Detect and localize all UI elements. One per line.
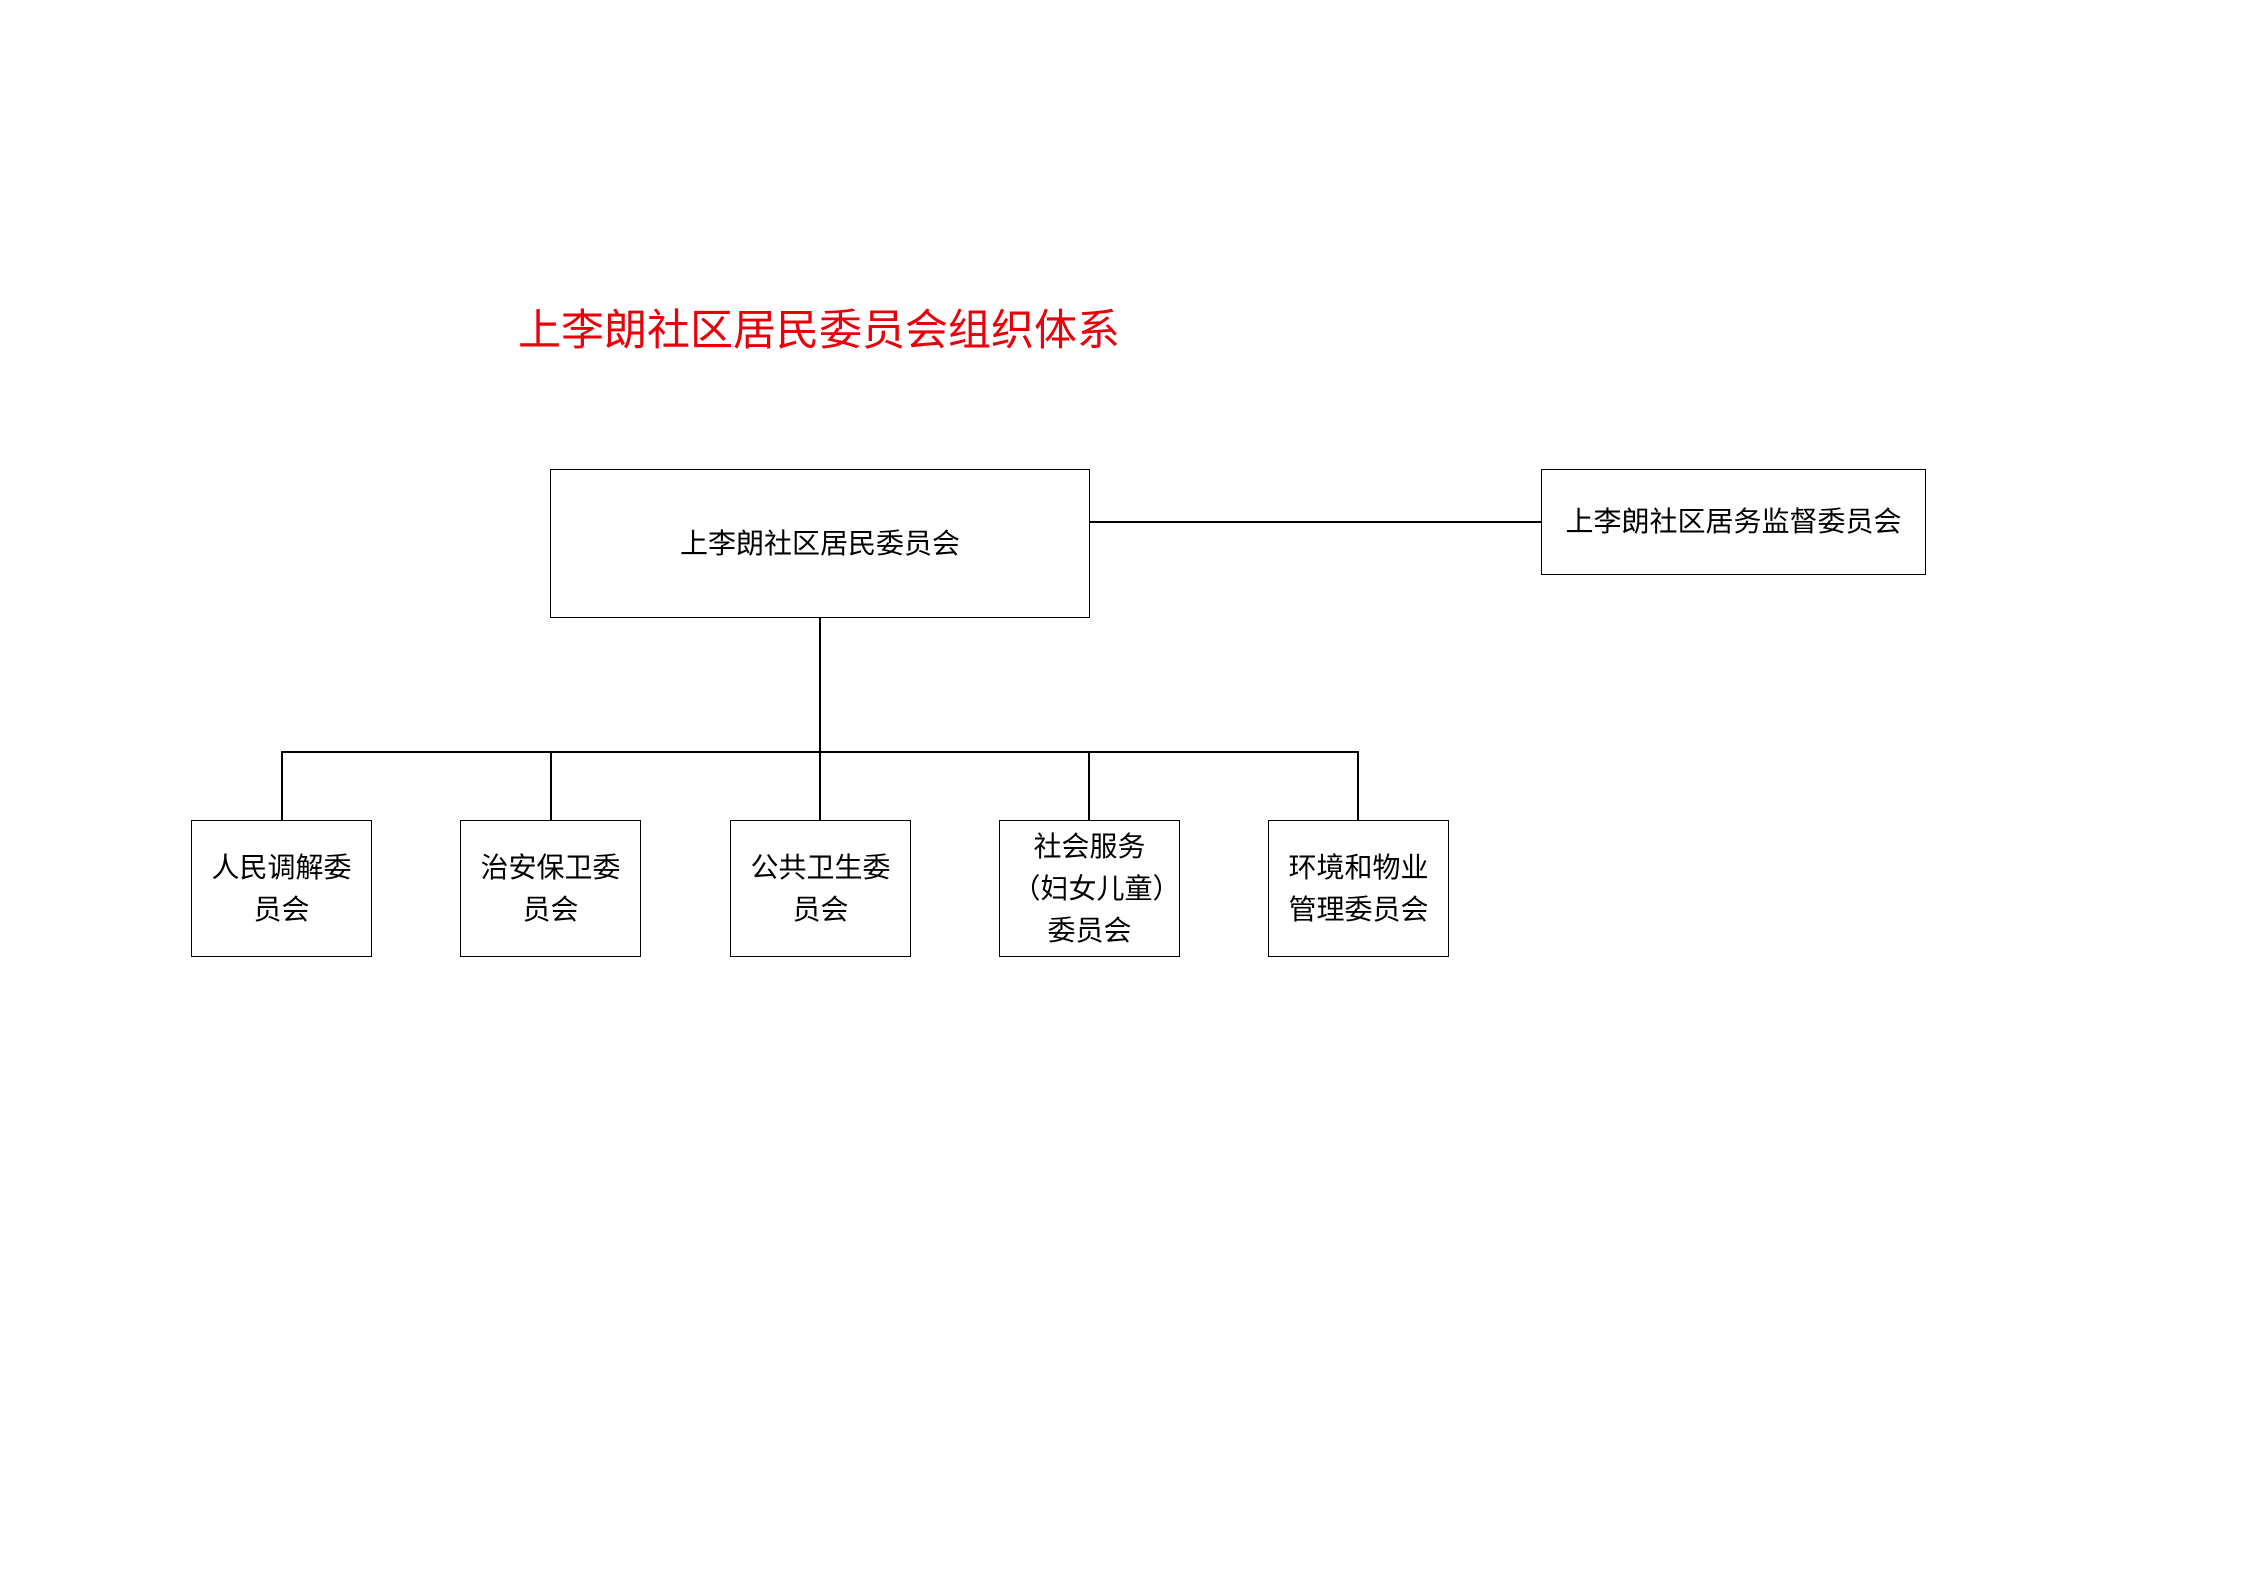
- child-connector: [819, 751, 821, 820]
- child-node-public-health: 公共卫生委员会: [730, 820, 911, 957]
- supervisor-node: 上李朗社区居务监督委员会: [1541, 469, 1926, 575]
- child-node-environment: 环境和物业管理委员会: [1268, 820, 1449, 957]
- child-node-mediation: 人民调解委员会: [191, 820, 372, 957]
- diagram-title: 上李朗社区居民委员会组织体系: [518, 306, 1120, 356]
- root-supervisor-connector: [1090, 521, 1541, 523]
- child-connector: [1088, 751, 1090, 820]
- child-node-security: 治安保卫委员会: [460, 820, 641, 957]
- child-node-social-service: 社会服务（妇女儿童）委员会: [999, 820, 1180, 957]
- child-connector: [550, 751, 552, 820]
- child-connector: [281, 751, 283, 820]
- child-connector: [1357, 751, 1359, 820]
- root-node: 上李朗社区居民委员会: [550, 469, 1090, 618]
- root-trunk-connector: [819, 618, 821, 751]
